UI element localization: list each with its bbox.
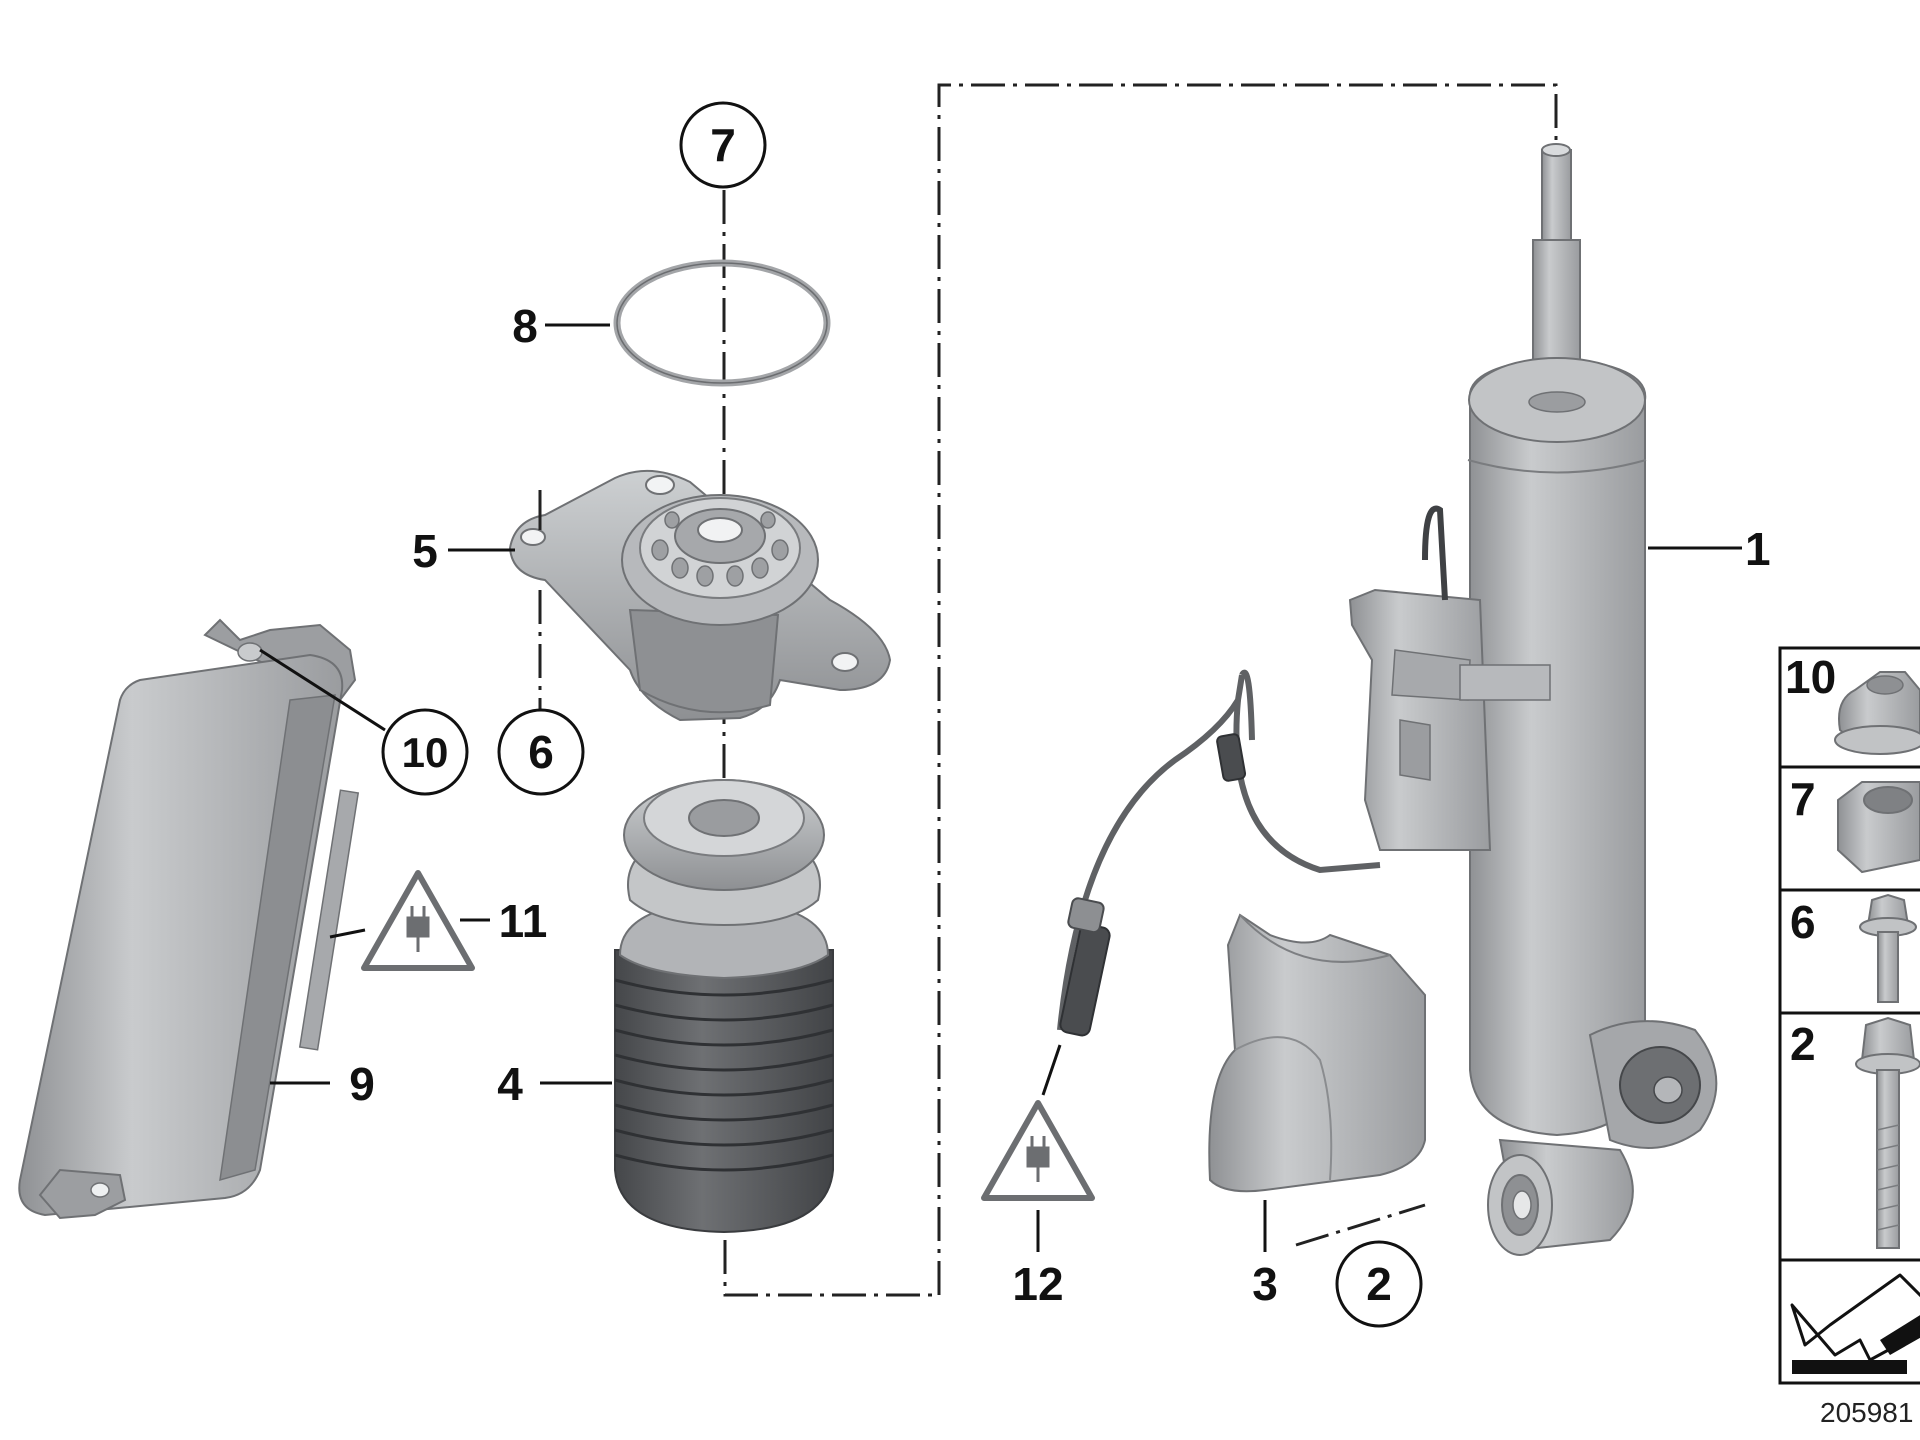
callout-8: 8: [512, 300, 538, 352]
fastener-label-2: 2: [1790, 1018, 1816, 1070]
callout-5: 5: [412, 525, 438, 577]
callout-11: 11: [499, 895, 548, 947]
part-support-bearing: [508, 469, 892, 722]
hex-nut-icon: [1837, 781, 1920, 874]
leader-lines: [259, 323, 1742, 1252]
fastener-label-6: 6: [1790, 896, 1816, 948]
plug-icon: [406, 906, 430, 952]
flange-bolt-short-icon: [1859, 893, 1917, 1003]
direction-arrow-icon: [1790, 1273, 1920, 1374]
part-o-ring: [613, 259, 831, 387]
plug-warning-triangle-11: [361, 870, 475, 971]
fastener-label-7: 7: [1790, 773, 1816, 825]
part-control-unit: [18, 618, 360, 1220]
flange-nut-icon: [1834, 671, 1920, 755]
callout-6: 6: [528, 726, 554, 778]
callout-12: 12: [1012, 1258, 1063, 1310]
diagram-reference-number: 205981: [1820, 1397, 1913, 1428]
part-shock-absorber: [1348, 143, 1718, 1256]
callout-4: 4: [497, 1058, 523, 1110]
callout-10: 10: [402, 729, 449, 776]
callout-3: 3: [1252, 1258, 1278, 1310]
plug-warning-triangle-12: [981, 1100, 1095, 1201]
callout-labels: 1 2 3 4 5 6 7 8 9 10 11 12: [349, 101, 1771, 1328]
fastener-label-10: 10: [1785, 651, 1836, 703]
part-cover: [1208, 913, 1426, 1193]
callout-7: 7: [710, 119, 736, 171]
callout-9: 9: [349, 1058, 375, 1110]
plug-icon: [1026, 1136, 1050, 1182]
callout-2: 2: [1366, 1258, 1392, 1310]
fastener-panel: 10 7 6 2: [1778, 646, 1920, 1385]
flange-bolt-long-icon: [1855, 1016, 1920, 1249]
part-sensor-cable: [1057, 669, 1381, 1037]
callout-1: 1: [1745, 523, 1771, 575]
part-bump-stop: [614, 779, 834, 1234]
